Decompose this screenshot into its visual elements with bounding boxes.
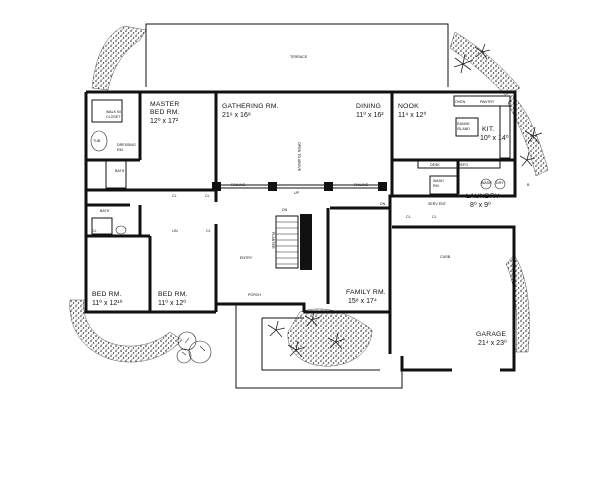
railing-label-right: RAILING (354, 183, 369, 187)
range-island-1: RANGE (457, 122, 470, 126)
open-to-above-label: OPEN TO ABOVE (297, 142, 301, 172)
bath-fixtures (90, 99, 127, 235)
cl-label-5: CL (406, 215, 411, 219)
shrub-top-right (449, 31, 521, 96)
dining-dims: 11⁰ x 16² (356, 111, 384, 119)
hall-bath-label: BATH (100, 209, 110, 213)
lin-label: LIN (172, 229, 178, 233)
master-bed-dims: 12⁰ x 17² (150, 117, 179, 125)
master-bath-label: BATH (115, 169, 125, 173)
bed-center-label: BED RM. (158, 291, 188, 298)
nook-dims: 11⁴ x 12⁰ (398, 111, 426, 119)
staircase (275, 214, 312, 270)
bed-left-dims: 11⁰ x 12¹⁰ (92, 299, 123, 307)
shrub-left-lower (69, 299, 183, 363)
wash-label: WASH (481, 181, 492, 185)
cl-label-4: CL (206, 229, 211, 233)
kitchen-dims: 10⁰ x 14⁰ (480, 134, 509, 142)
serv-ent-label: SERV ENT. (428, 202, 447, 206)
cl-label-1: CL (172, 194, 177, 198)
walls (84, 90, 517, 372)
railing-posts (212, 182, 387, 191)
garage-label: GARAGE (476, 331, 507, 338)
up-label: UP (294, 191, 300, 195)
curb-label: CURB (440, 255, 451, 259)
walk-in-closet-1: WALK IN (106, 110, 121, 114)
desk-label: DESK (430, 163, 440, 167)
family-label: FAMILY RM. (346, 289, 386, 296)
front-walk (235, 304, 403, 389)
terrace-label: TERRACE (290, 55, 308, 59)
oven-label: OVEN (455, 100, 466, 104)
cl-label-2: CL (205, 194, 210, 198)
kitchen-label: KIT. (482, 126, 495, 133)
walk-in-closet-2: CLOSET (106, 115, 121, 119)
dressing-1: DRESSING (117, 143, 136, 147)
entry-label: ENTRY (240, 256, 253, 260)
kitchen-fixtures (417, 95, 511, 195)
b-label: B (527, 183, 530, 187)
shrub-front-right (287, 308, 373, 367)
dry-label: DRY (496, 181, 504, 185)
dn-label-stair: DN (282, 208, 288, 212)
bed-center-dims: 11⁰ x 12⁰ (158, 299, 186, 307)
shrub-top-left (91, 25, 147, 91)
landscape-shrubs (69, 25, 549, 367)
dn-label-family: DN (380, 202, 386, 206)
dressing-2: RM. (117, 148, 124, 152)
bed-left-label: BED RM. (92, 291, 122, 298)
nook-label: NOOK (398, 103, 419, 110)
terrace: TERRACE (145, 23, 449, 87)
master-bed-label-2: BED RM. (150, 109, 180, 116)
shrub-garage-right (505, 254, 530, 353)
tree-cluster (176, 331, 212, 364)
gathering-dims: 21⁶ x 16⁸ (222, 112, 251, 119)
wash-rm-1: WASH (433, 179, 444, 183)
master-bed-label-1: MASTER (150, 101, 180, 108)
pantry-label: PANTRY (480, 100, 495, 104)
refg-label: REFG (458, 163, 468, 167)
laundry-dims: 8⁰ x 9⁰ (470, 201, 491, 209)
planter-label: PLANTER (271, 232, 275, 249)
laundry-label: LAUNDRY (466, 193, 500, 200)
palm-plants (267, 43, 543, 358)
dining-label: DINING (356, 103, 381, 110)
porch-label: PORCH (248, 293, 261, 297)
garage-dims: 21⁴ x 23⁰ (478, 339, 507, 347)
range-island-2: ISLAND (457, 127, 470, 131)
family-dims: 15⁸ x 17⁴ (348, 298, 377, 305)
cl-label-6: CL (432, 215, 437, 219)
wash-rm-2: RM. (433, 184, 440, 188)
gathering-label: GATHERING RM. (222, 103, 279, 110)
labels: MASTER BED RM. 12⁰ x 17² WALK IN CLOSET … (92, 100, 530, 347)
railing-label-left: RAILING (231, 183, 246, 187)
tub-label: TUB (93, 139, 101, 143)
cl-label-3: CL (92, 229, 97, 233)
